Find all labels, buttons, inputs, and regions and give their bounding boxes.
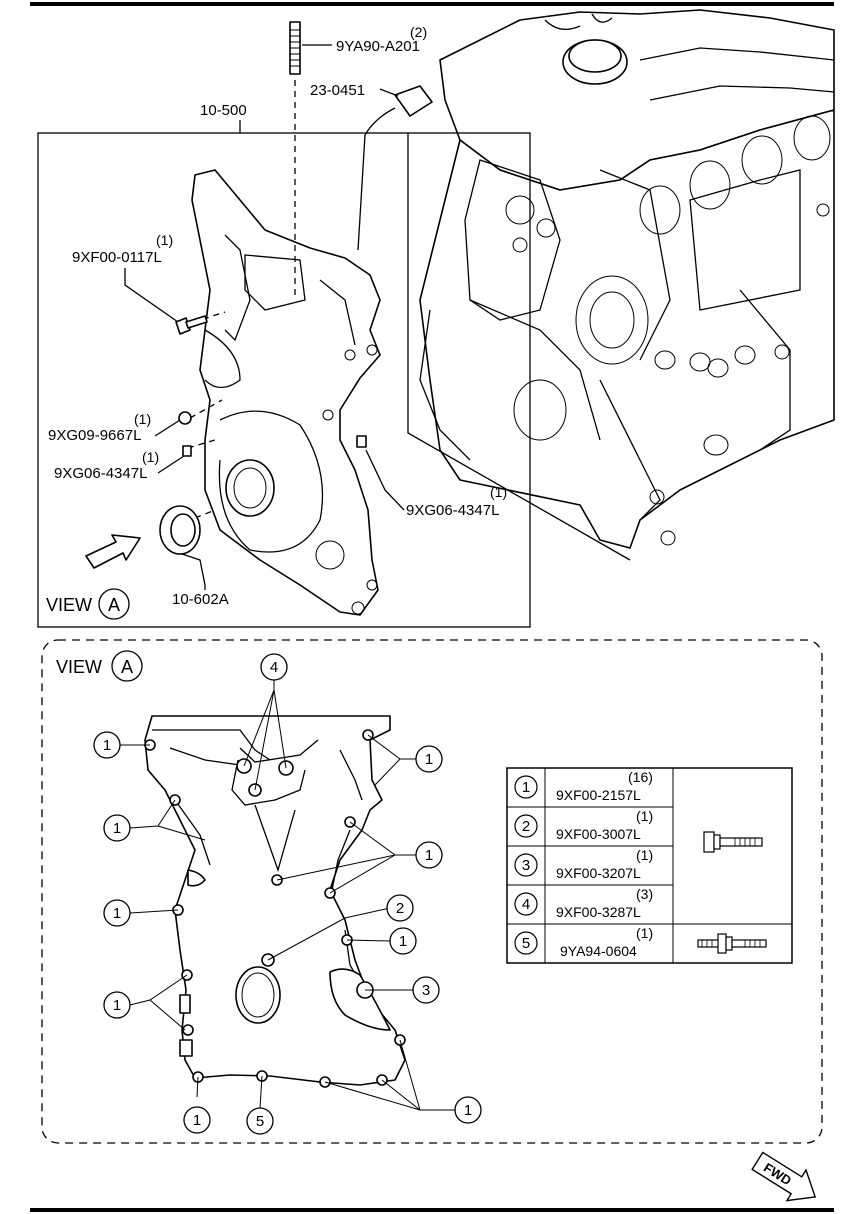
view-a-panel	[41, 639, 823, 1144]
svg-text:4: 4	[522, 896, 530, 913]
sensor-code: 23-0451	[310, 82, 365, 99]
upper-view-label: VIEW	[46, 595, 92, 615]
svg-text:9XF00-3007L: 9XF00-3007L	[556, 826, 641, 842]
svg-text:2: 2	[396, 900, 404, 917]
svg-text:9XF00-3207L: 9XF00-3207L	[556, 865, 641, 881]
svg-text:1: 1	[193, 1112, 201, 1129]
engine-block	[419, 9, 835, 549]
view-arrow-icon	[85, 534, 141, 569]
timing-cover-part	[191, 169, 381, 616]
svg-text:(1): (1)	[636, 808, 653, 824]
marker-4: 4	[260, 653, 288, 681]
legend-row-1: 1 (16) 9XF00-2157L	[514, 769, 653, 803]
marker-1-c: 1	[103, 899, 131, 927]
view-a-leaders	[120, 680, 455, 1111]
pin-a-leader	[157, 455, 185, 474]
stud-code: 9YA90-A201	[336, 38, 420, 55]
oil-seal-part	[159, 505, 201, 555]
svg-text:9YA94-0604: 9YA94-0604	[560, 943, 637, 959]
upper-view-letter: A	[108, 595, 120, 615]
svg-text:(1): (1)	[636, 925, 653, 941]
svg-text:3: 3	[522, 857, 530, 874]
marker-1-h: 1	[415, 841, 443, 869]
stud-qty: (2)	[410, 24, 427, 40]
svg-text:1: 1	[425, 847, 433, 864]
stud-part	[289, 21, 301, 75]
marker-3: 3	[412, 976, 440, 1004]
svg-text:1: 1	[113, 997, 121, 1014]
pin-b-code: 9XG06-4347L	[406, 502, 499, 519]
stud-bolt-icon	[697, 933, 767, 954]
flange-bolt-icon	[703, 831, 763, 853]
view-a-markers: 1 1 1 1 1 5 1 1 1 2 1 3 4	[93, 653, 482, 1135]
pin-a-qty: (1)	[142, 449, 159, 465]
marker-1-g: 1	[415, 745, 443, 773]
plug-part	[178, 411, 192, 425]
svg-text:1: 1	[113, 820, 121, 837]
pin-b-leader	[365, 449, 405, 511]
legend-table: 1 (16) 9XF00-2157L 2 (1) 9XF00-3007L 3 (…	[506, 767, 793, 964]
svg-text:1: 1	[399, 933, 407, 950]
bolt-a-code: 9XF00-0117L	[72, 249, 162, 266]
bolt-a-part	[175, 315, 208, 335]
bolt-a-qty: (1)	[156, 232, 173, 248]
marker-1-d: 1	[103, 991, 131, 1019]
svg-text:(1): (1)	[636, 847, 653, 863]
svg-text:1: 1	[464, 1102, 472, 1119]
svg-text:3: 3	[422, 982, 430, 999]
fwd-arrow-icon: FWD	[751, 1151, 817, 1202]
legend-row-4: 4 (3) 9XF00-3287L	[514, 886, 653, 920]
marker-2: 2	[386, 894, 414, 922]
legend-row-2: 2 (1) 9XF00-3007L	[514, 808, 653, 842]
svg-text:2: 2	[522, 818, 530, 835]
seal-code: 10-602A	[172, 591, 229, 608]
pin-a-part	[182, 445, 192, 457]
svg-text:5: 5	[256, 1113, 264, 1130]
pin-b-qty: (1)	[490, 484, 507, 500]
view-a-letter: A	[121, 657, 133, 677]
marker-1-b: 1	[103, 814, 131, 842]
legend-row-3: 3 (1) 9XF00-3207L	[514, 847, 653, 881]
seal-leader	[181, 553, 206, 590]
pin-dash-line	[187, 439, 216, 449]
plug-leader	[154, 419, 181, 437]
svg-text:1: 1	[103, 737, 111, 754]
sensor-part	[357, 85, 433, 251]
marker-1-e: 1	[183, 1106, 211, 1134]
svg-text:1: 1	[425, 751, 433, 768]
marker-1-i: 1	[389, 927, 417, 955]
view-a-circle	[111, 650, 143, 682]
pin-a-code: 9XG06-4347L	[54, 465, 147, 482]
svg-text:5: 5	[522, 935, 530, 952]
marker-1-a: 1	[93, 731, 121, 759]
engine-leader	[407, 133, 631, 561]
view-a-cover	[144, 715, 406, 1088]
view-a-label: VIEW	[56, 657, 102, 677]
bolt-a-leader	[124, 268, 179, 323]
svg-text:9XF00-3287L: 9XF00-3287L	[556, 904, 641, 920]
marker-5: 5	[246, 1107, 274, 1135]
cover-code: 10-500	[200, 102, 247, 119]
svg-text:1: 1	[113, 905, 121, 922]
plug-code: 9XG09-9667L	[48, 427, 141, 444]
sensor-leader	[379, 88, 399, 97]
svg-text:9XF00-2157L: 9XF00-2157L	[556, 787, 641, 803]
svg-text:(16): (16)	[628, 769, 653, 785]
legend-row-5: 5 (1) 9YA94-0604	[514, 925, 653, 959]
detail-frame	[37, 132, 531, 628]
marker-1-f: 1	[454, 1096, 482, 1124]
svg-text:(3): (3)	[636, 886, 653, 902]
svg-text:4: 4	[270, 659, 278, 676]
upper-view-circle	[98, 588, 130, 620]
plug-qty: (1)	[134, 411, 151, 427]
svg-text:1: 1	[522, 779, 530, 796]
pin-b-part	[356, 435, 367, 448]
